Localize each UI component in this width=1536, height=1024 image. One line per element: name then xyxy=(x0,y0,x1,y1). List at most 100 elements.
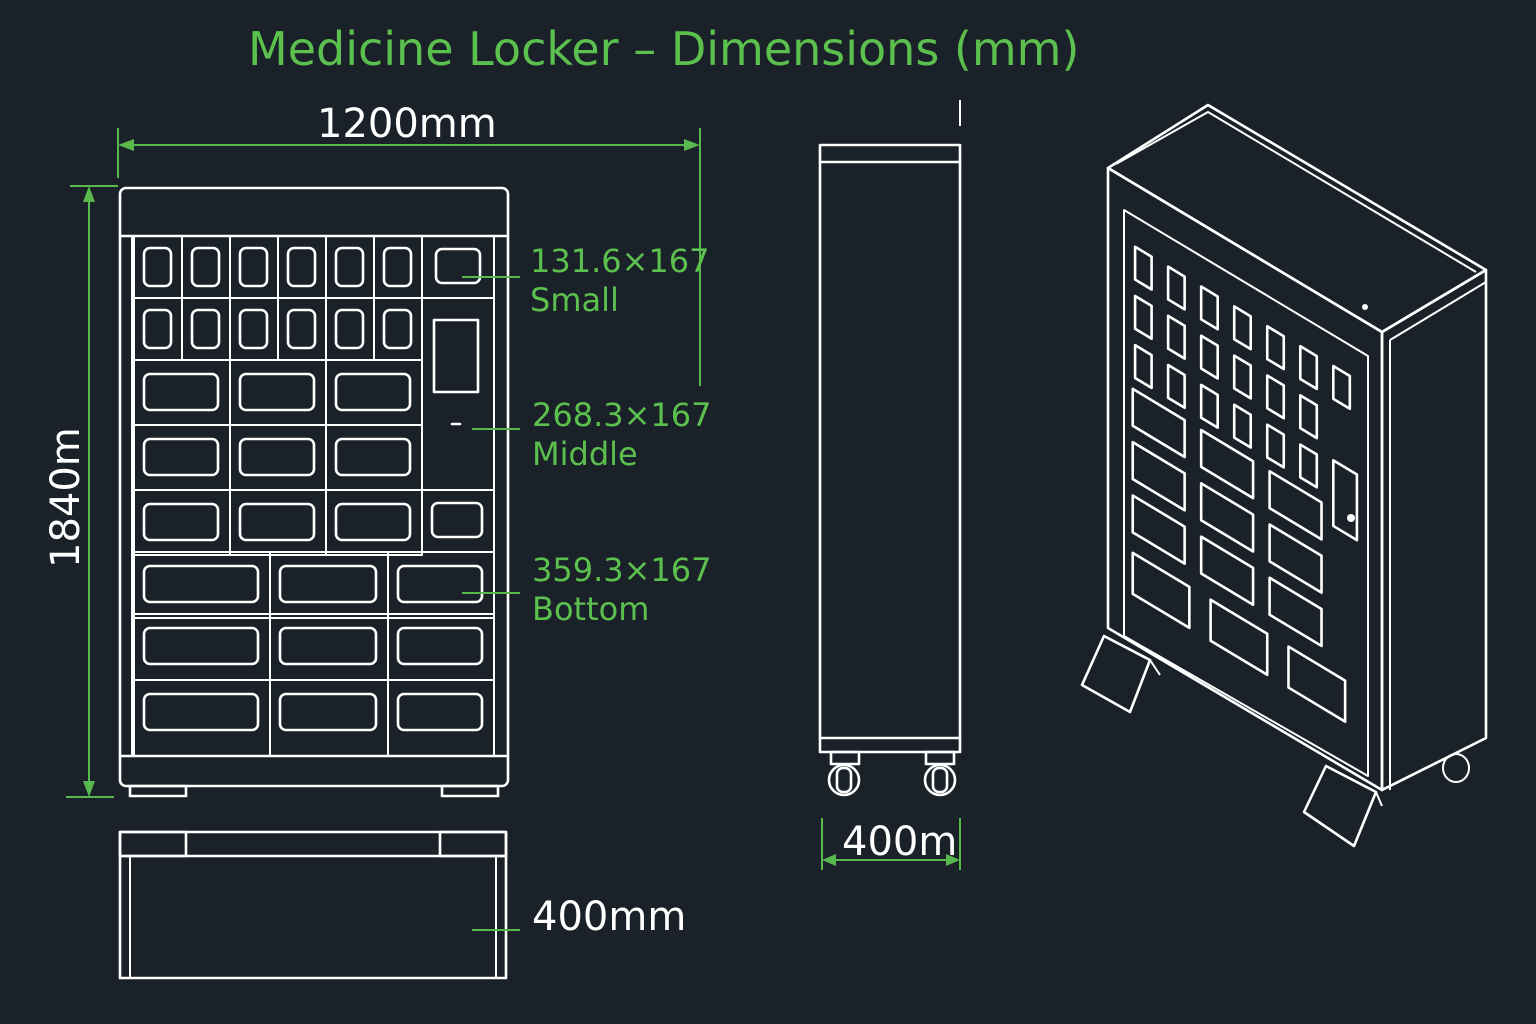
bottom-compartment xyxy=(387,551,495,619)
iso-small-compartment xyxy=(1133,245,1153,291)
small-compartment xyxy=(325,297,375,361)
middle-compartment-handle xyxy=(142,502,220,542)
iso-small-compartment xyxy=(1265,324,1286,371)
iso-bottom-compartment xyxy=(1209,598,1269,677)
iso-middle-compartment xyxy=(1199,535,1255,607)
label-bottom-name: Bottom xyxy=(532,590,650,628)
isometric-view xyxy=(1080,103,1488,848)
iso-small-compartment xyxy=(1298,394,1319,440)
small-compartment-handle xyxy=(238,246,269,288)
small-compartment xyxy=(229,297,279,361)
small-compartment-handle xyxy=(190,246,221,288)
middle-compartment xyxy=(325,489,423,556)
small-compartment xyxy=(133,235,183,299)
iso-middle-compartment xyxy=(1268,576,1323,648)
iso-bottom-compartment xyxy=(1287,645,1347,723)
width-dimension-line xyxy=(117,128,701,386)
small-compartment xyxy=(373,235,423,299)
iso-middle-compartment xyxy=(1199,428,1255,500)
iso-middle-compartment xyxy=(1268,523,1323,594)
middle-compartment xyxy=(229,424,327,491)
width-label: 1200mm xyxy=(317,101,497,147)
caster-left xyxy=(827,750,861,797)
bottom-view xyxy=(118,830,520,980)
iso-top-face xyxy=(1106,103,1488,334)
small-compartment-handle xyxy=(190,308,221,350)
middle-compartment-handle xyxy=(334,502,412,542)
iso-small-compartment xyxy=(1166,363,1186,410)
small-compartment-handle xyxy=(238,308,269,350)
iso-small-compartment xyxy=(1298,443,1319,489)
bottom-compartment-handle xyxy=(278,564,378,604)
bottom-compartment-handle xyxy=(142,692,260,732)
iso-middle-compartment xyxy=(1199,482,1255,553)
bottom-compartment-handle xyxy=(396,692,484,732)
iso-small-compartment xyxy=(1133,343,1153,390)
bottom-compartment-handle xyxy=(396,564,484,604)
middle-compartment-handle xyxy=(238,437,316,477)
label-middle-size: 268.3×167 xyxy=(532,396,712,434)
iso-bottom-compartment xyxy=(1131,551,1191,630)
side-depth-label: 400m xyxy=(842,819,958,865)
label-small-size: 131.6×167 xyxy=(530,242,710,280)
iso-doors xyxy=(1131,245,1359,723)
iso-small-compartment xyxy=(1199,334,1219,380)
depth-dimension-line xyxy=(821,818,961,870)
bottom-compartment-handle xyxy=(142,626,260,666)
caster-right xyxy=(923,750,957,797)
front-doors xyxy=(133,235,495,757)
iso-front-face xyxy=(1106,166,1384,792)
small-compartment xyxy=(277,235,327,299)
small-compartment xyxy=(421,235,495,299)
middle-compartment-handle xyxy=(142,437,220,477)
iso-small-compartment xyxy=(1166,265,1186,311)
small-compartment-handle xyxy=(334,246,365,288)
iso-foot-right xyxy=(1302,764,1378,848)
small-compartment xyxy=(181,235,231,299)
page-title: Medicine Locker – Dimensions (mm) xyxy=(248,22,1080,76)
bottom-compartment xyxy=(387,613,495,681)
middle-compartment-handle xyxy=(334,437,412,477)
small-compartment-handle xyxy=(142,308,173,350)
iso-small-compartment xyxy=(1199,383,1219,429)
label-middle-name: Middle xyxy=(532,435,638,473)
middle-compartment xyxy=(325,359,423,426)
middle-compartment xyxy=(229,359,327,426)
small-compartment-handle xyxy=(382,308,413,350)
small-compartment xyxy=(181,297,231,361)
middle-compartment xyxy=(325,424,423,491)
small-compartment-handle xyxy=(434,247,482,285)
label-small-name: Small xyxy=(530,281,619,319)
base-outline xyxy=(118,830,508,980)
bottom-compartment xyxy=(133,551,271,619)
small-compartment xyxy=(229,235,279,299)
middle-compartment xyxy=(229,489,327,556)
middle-compartment-handle xyxy=(238,372,316,412)
iso-small-compartment xyxy=(1298,344,1319,391)
iso-small-compartment xyxy=(1265,374,1286,420)
middle-compartment-handle xyxy=(238,502,316,542)
middle-compartment xyxy=(133,359,231,426)
small-compartment-handle xyxy=(142,246,173,288)
bottom-compartment-handle xyxy=(278,626,378,666)
label-middle: 268.3×167 Middle xyxy=(532,396,712,474)
bottom-compartment-handle xyxy=(278,692,378,732)
iso-control-panel xyxy=(1332,459,1359,542)
small-compartment-handle xyxy=(334,308,365,350)
iso-small-compartment xyxy=(1166,314,1186,360)
iso-middle-compartment xyxy=(1268,469,1323,541)
front-view xyxy=(118,186,510,798)
middle-compartment-handle xyxy=(142,372,220,412)
iso-middle-compartment xyxy=(1131,440,1186,512)
cabinet-outline xyxy=(118,186,510,788)
bottom-compartment xyxy=(269,679,389,757)
iso-small-compartment xyxy=(1232,305,1253,351)
iso-middle-compartment xyxy=(1131,494,1186,565)
small-compartment xyxy=(325,235,375,299)
iso-middle-compartment xyxy=(1131,387,1186,459)
bottom-compartment xyxy=(133,679,271,757)
middle-compartment-handle xyxy=(334,372,412,412)
iso-small-compartment xyxy=(1232,403,1253,449)
bottom-compartment-handle xyxy=(396,626,484,666)
